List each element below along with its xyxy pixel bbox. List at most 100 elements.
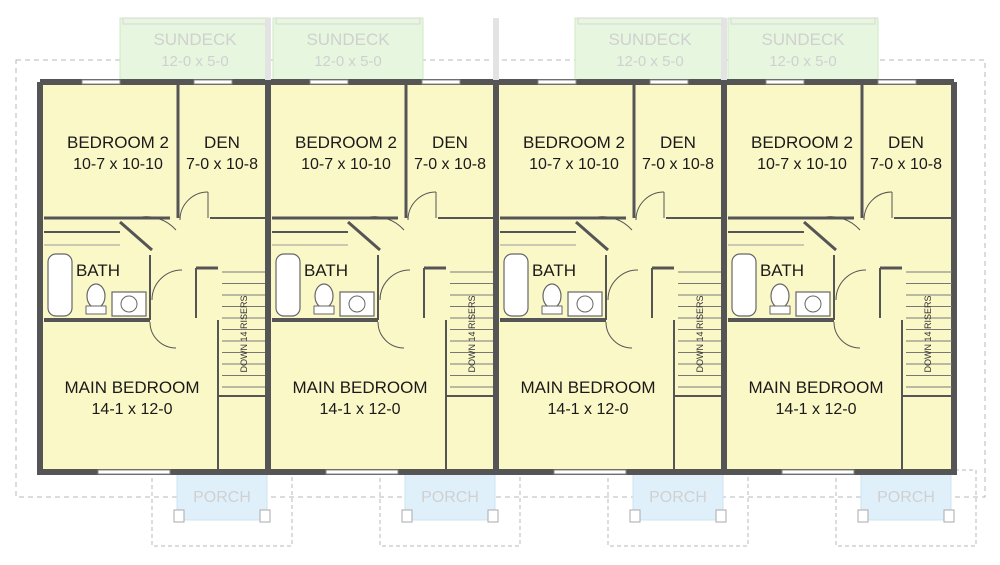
door-swing [605, 321, 633, 349]
main-bedroom-label: MAIN BEDROOM [292, 378, 427, 397]
stairs-label: DOWN 14 RISERS [467, 295, 477, 372]
porch-post [173, 509, 185, 523]
bath-label: BATH [760, 261, 804, 280]
sundeck-label: SUNDECK [608, 30, 692, 49]
bathtub [47, 253, 73, 317]
sundeck-size: 12-0 x 5-0 [314, 53, 382, 70]
main-bedroom-label: MAIN BEDROOM [748, 378, 883, 397]
den-size: 7-0 x 10-8 [186, 156, 258, 173]
stairs-label: DOWN 14 RISERS [695, 295, 705, 372]
door-swing [407, 191, 437, 221]
window [553, 469, 627, 475]
sundeck-size: 12-0 x 5-0 [161, 53, 229, 70]
den-size: 7-0 x 10-8 [642, 156, 714, 173]
window [537, 79, 577, 85]
sundeck-size: 12-0 x 5-0 [769, 53, 837, 70]
window [649, 79, 689, 85]
toilet [770, 283, 790, 309]
den-label: DEN [660, 133, 696, 152]
toilet [542, 283, 562, 309]
main-bedroom-label: MAIN BEDROOM [520, 378, 655, 397]
window [877, 79, 917, 85]
den-size: 7-0 x 10-8 [414, 156, 486, 173]
sundeck-rail [275, 17, 421, 25]
window [765, 79, 805, 85]
window [781, 469, 855, 475]
main-bedroom-size: 14-1 x 12-0 [548, 401, 629, 418]
sundeck [727, 17, 879, 81]
floor [498, 85, 724, 471]
door-swing [379, 269, 411, 301]
den-label: DEN [888, 133, 924, 152]
porch-post [629, 509, 641, 523]
closet-angle [575, 220, 609, 252]
den-label: DEN [432, 133, 468, 152]
bathtub [503, 253, 529, 317]
door-swing [607, 269, 639, 301]
door-swing [179, 191, 209, 221]
floor [42, 85, 268, 471]
main-bedroom-size: 14-1 x 12-0 [320, 401, 401, 418]
deck-divider [265, 18, 271, 80]
den-size: 7-0 x 10-8 [870, 156, 942, 173]
porch-post [259, 509, 271, 523]
toilet-tank [313, 305, 335, 315]
sundeck-label: SUNDECK [153, 30, 237, 49]
stairs-label: DOWN 14 RISERS [923, 295, 933, 372]
closet-angle [803, 220, 837, 252]
porch-post [487, 509, 499, 523]
sundeck [272, 17, 424, 81]
bedroom2-size: 10-7 x 10-10 [301, 156, 391, 173]
porch-label: PORCH [877, 489, 935, 506]
deck-divider [721, 18, 727, 80]
sink [120, 295, 138, 313]
bedroom2-size: 10-7 x 10-10 [529, 156, 619, 173]
door-swing [135, 216, 177, 231]
bedroom2-label: BEDROOM 2 [295, 133, 397, 152]
bedroom2-label: BEDROOM 2 [523, 133, 625, 152]
door-swing [835, 269, 867, 301]
door-swing [833, 321, 861, 349]
stairs: DOWN 14 RISERS [450, 271, 496, 388]
toilet [314, 283, 334, 309]
window [421, 79, 461, 85]
stairs-label: DOWN 14 RISERS [239, 295, 249, 372]
sink [576, 295, 594, 313]
door-swing [363, 216, 405, 231]
window [81, 79, 121, 85]
main-bedroom-size: 14-1 x 12-0 [776, 401, 857, 418]
sundeck-size: 12-0 x 5-0 [616, 53, 684, 70]
porch-label: PORCH [193, 489, 251, 506]
sundeck-label: SUNDECK [306, 30, 390, 49]
toilet-tank [85, 305, 107, 315]
bedroom2-size: 10-7 x 10-10 [73, 156, 163, 173]
sundeck [574, 17, 726, 81]
bathtub [731, 253, 757, 317]
door-swing [377, 321, 405, 349]
stairs: DOWN 14 RISERS [678, 271, 724, 388]
porch-label: PORCH [421, 489, 479, 506]
bathtub [275, 253, 301, 317]
door-swing [591, 216, 633, 231]
toilet-tank [769, 305, 791, 315]
window [97, 469, 171, 475]
door-swing [635, 191, 665, 221]
floor [726, 85, 952, 471]
sundeck [119, 17, 271, 81]
porch-label: PORCH [649, 489, 707, 506]
toilet-tank [541, 305, 563, 315]
bedroom2-label: BEDROOM 2 [751, 133, 853, 152]
bedroom2-size: 10-7 x 10-10 [757, 156, 847, 173]
bedroom2-label: BEDROOM 2 [67, 133, 169, 152]
porch-post [857, 509, 869, 523]
porch-post [715, 509, 727, 523]
closet-angle [347, 220, 381, 252]
floor [270, 85, 496, 471]
porch [632, 471, 724, 521]
porch [176, 471, 268, 521]
sundeck-rail [730, 17, 876, 25]
